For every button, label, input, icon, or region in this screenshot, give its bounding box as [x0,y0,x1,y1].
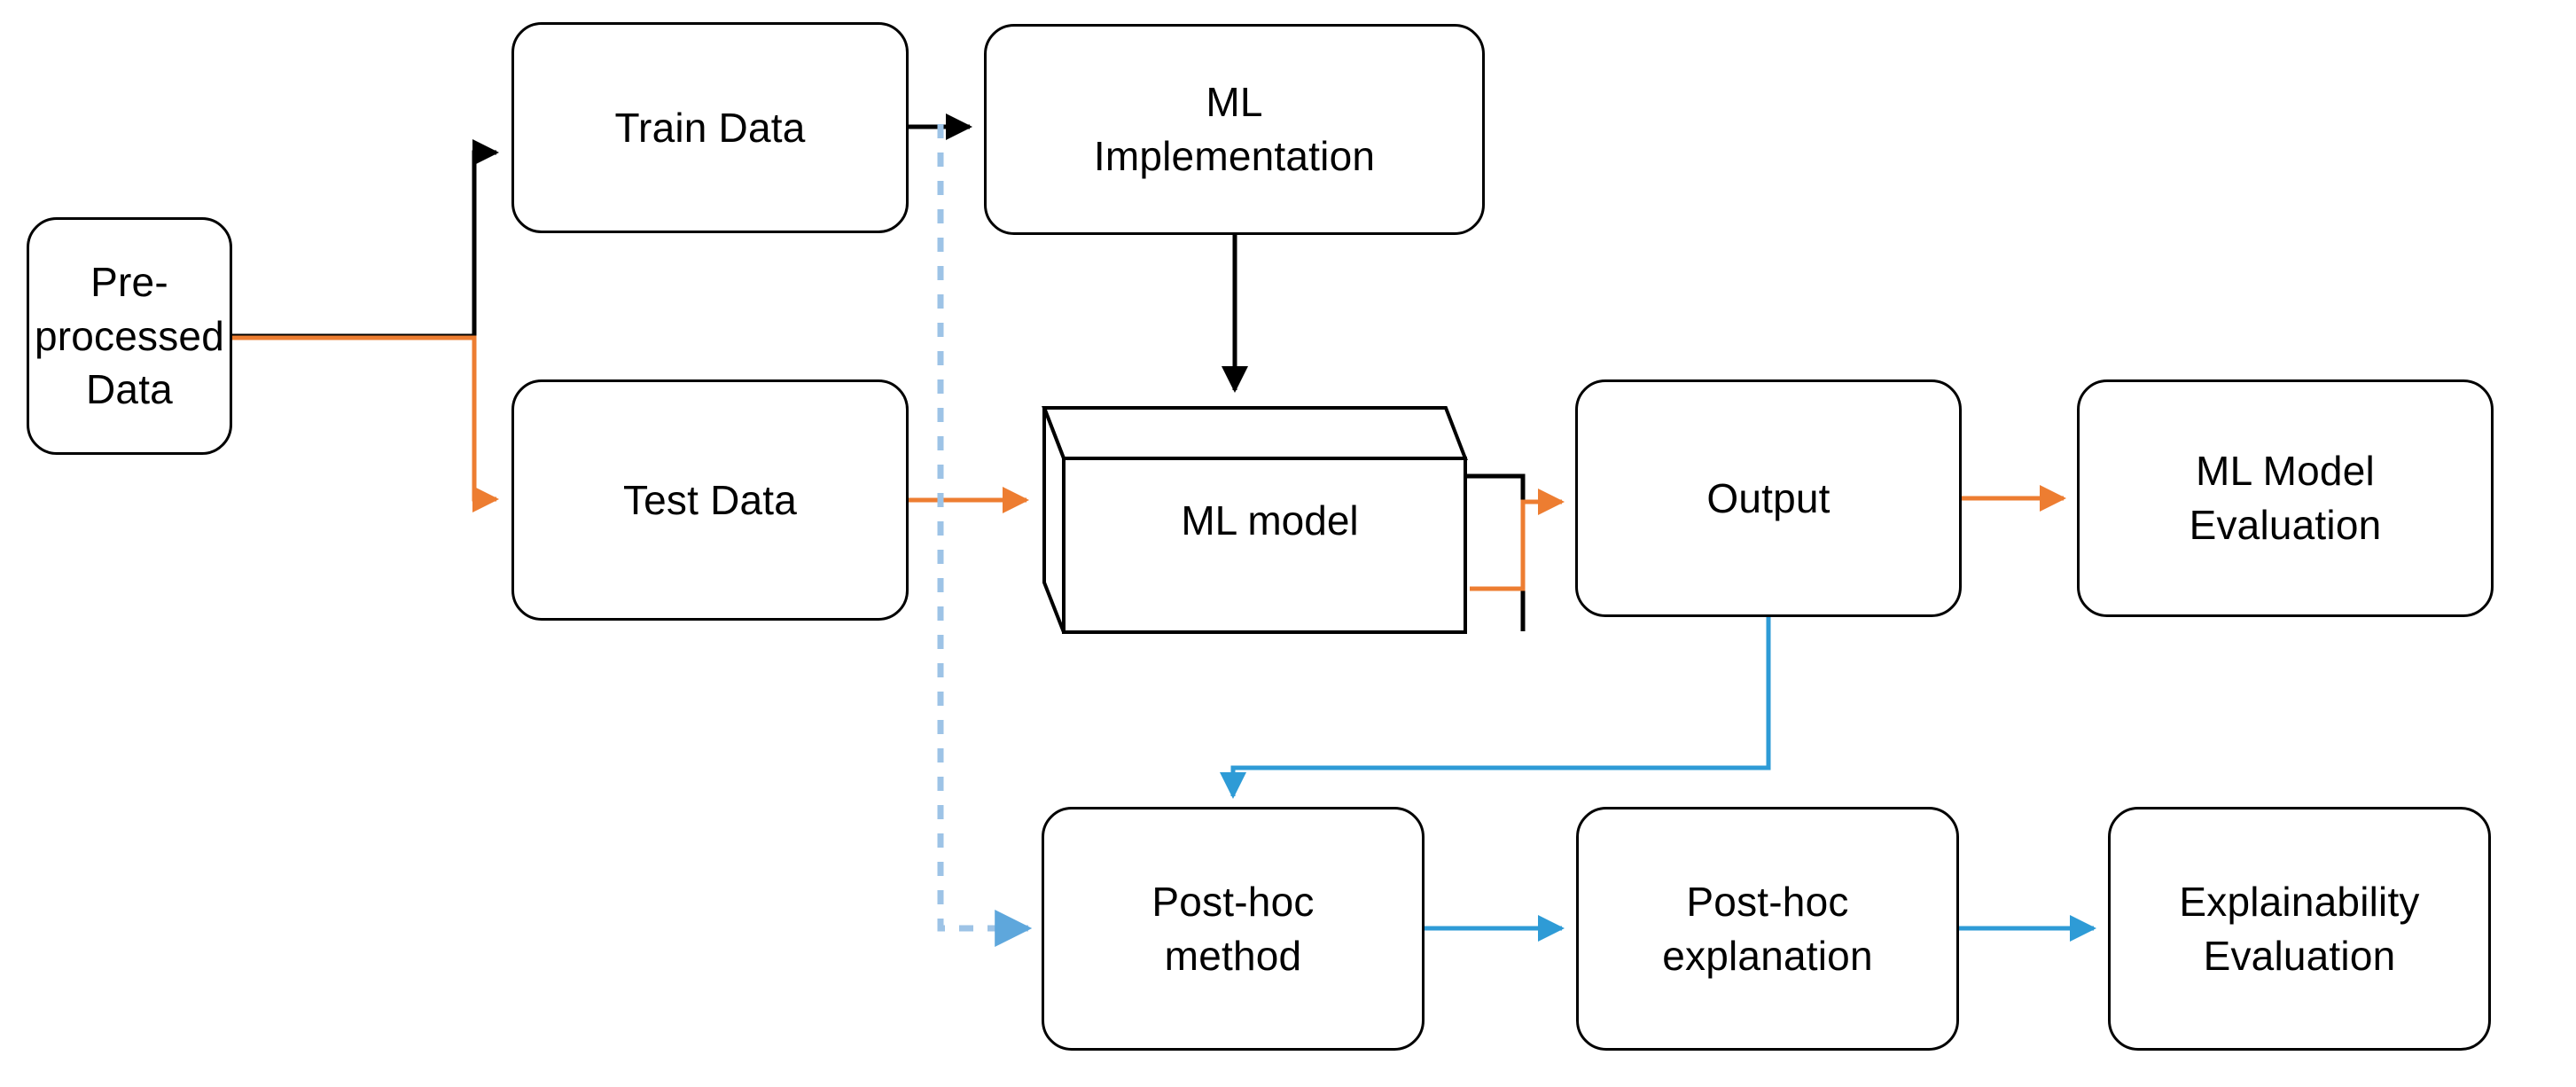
node-label-pre-processed-data: Pre- processed Data [34,258,225,413]
node-output[interactable]: Output [1575,379,1962,617]
node-ml-model[interactable]: ML model [1042,405,1498,635]
node-post-hoc-explanation[interactable]: Post-hoc explanation [1576,807,1959,1051]
edge-pre-to-train [232,139,499,339]
node-label-train-data: Train Data [614,104,806,151]
node-label-ml-model-evaluation: ML Model Evaluation [2189,448,2382,548]
edge-train-to-post-hoc-method [937,124,1033,947]
node-pre-processed-data[interactable]: Pre- processed Data [27,217,232,455]
node-ml-model-evaluation[interactable]: ML Model Evaluation [2077,379,2494,617]
node-label-ml-implementation: ML Implementation [1093,79,1376,179]
node-post-hoc-method[interactable]: Post-hoc method [1042,807,1425,1051]
node-test-data[interactable]: Test Data [511,379,909,621]
node-train-data[interactable]: Train Data [511,22,909,233]
edge-pre-to-test [232,335,499,512]
node-label-test-data: Test Data [622,476,798,523]
node-label-explainability-evaluation: Explainability Evaluation [2179,878,2420,979]
node-label-output: Output [1706,474,1831,521]
edge-output-to-post-hoc-method [1220,617,1771,799]
node-label-post-hoc-explanation: Post-hoc explanation [1662,878,1873,979]
node-ml-implementation[interactable]: ML Implementation [984,24,1485,235]
node-explainability-evaluation[interactable]: Explainability Evaluation [2108,807,2491,1051]
node-label-post-hoc-method: Post-hoc method [1151,878,1315,979]
cube-3d-icon [1042,406,1468,634]
